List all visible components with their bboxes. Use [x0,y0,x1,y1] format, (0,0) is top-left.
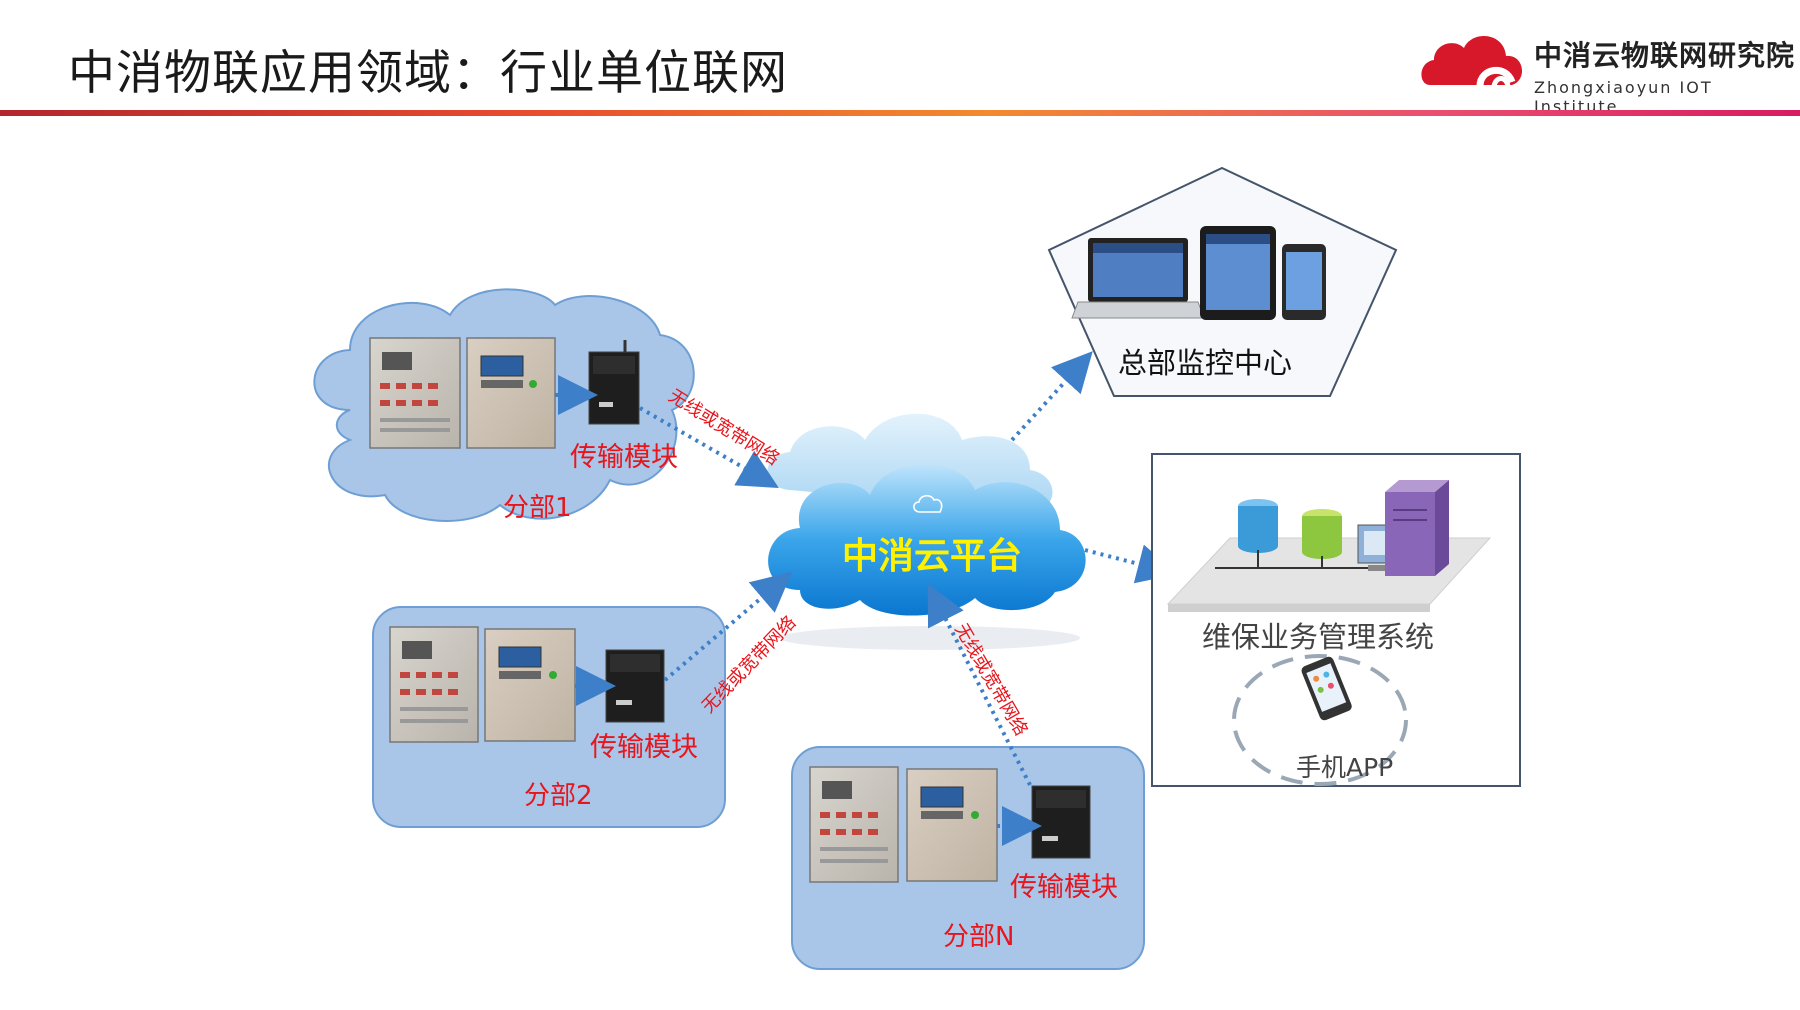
branch-label-n: 分部N [943,922,1015,952]
transmission-module-icon [1031,785,1091,859]
tablet-icon [1200,226,1276,320]
brand-name-cn: 中消云物联网研究院 [1534,39,1796,72]
fire-alarm-panel-icon [369,337,461,449]
page-title: 中消物联应用领域：行业单位联网 [68,46,788,101]
arrow-cloud-hq [1010,351,1093,442]
arrow-branch2-cloud [663,571,793,682]
database-icon [1238,499,1278,568]
control-cabinet-icon [906,768,998,882]
header-divider [0,110,1800,116]
module-label-2: 传输模块 [590,732,698,763]
arrow-cloud-system [1084,544,1178,584]
transmission-module-icon [588,340,640,425]
mobile-app-icon [1301,656,1352,721]
app-label: 手机APP [1296,753,1394,782]
system-label: 维保业务管理系统 [1202,620,1435,654]
control-cabinet-icon [484,628,576,742]
module-label-n: 传输模块 [1010,872,1118,903]
smartphone-icon [1282,244,1326,320]
fire-alarm-panel-icon [389,626,479,743]
hq-label: 总部监控中心 [1118,346,1293,380]
arrow-branchn-cloud [927,583,1032,786]
app-ring [1232,654,1408,786]
branch-label-1: 分部1 [503,493,572,523]
laptop-icon [1071,238,1205,319]
transmission-module-icon [605,649,665,723]
module-label-1: 传输模块 [570,442,678,473]
control-cabinet-icon [466,337,556,449]
hq-monitoring-center [1047,166,1398,397]
server-icon [1385,480,1449,576]
branch-label-2: 分部2 [524,781,593,811]
database-icon [1302,509,1342,568]
fire-alarm-panel-icon [809,766,899,883]
maintenance-system [1151,453,1521,787]
arrow-branch1-cloud [639,406,779,488]
platform-label: 中消云平台 [842,536,1023,577]
cloud-platform-icon [767,413,1086,650]
